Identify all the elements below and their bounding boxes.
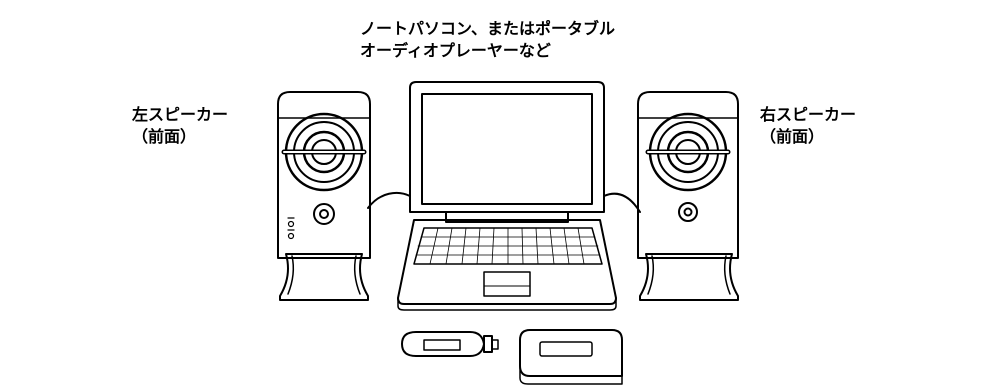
source-device-caption-line1: ノートパソコン、またはポータブル xyxy=(360,19,616,38)
source-device-caption: ノートパソコン、またはポータブル オーディオプレーヤーなど xyxy=(360,18,615,62)
right-speaker-cabinet xyxy=(637,91,739,259)
laptop xyxy=(397,81,617,311)
right-speaker-cable xyxy=(603,192,641,213)
right-speaker-label-line2: （前面） xyxy=(760,127,825,146)
right-speaker-label-line1: 右スピーカー xyxy=(760,105,857,124)
laptop-touchpad xyxy=(483,271,531,297)
laptop-screen-bezel xyxy=(409,81,605,213)
usb-audio-player xyxy=(401,331,499,357)
left-volume-knob xyxy=(313,203,335,225)
left-speaker-label-line1: 左スピーカー xyxy=(132,105,229,124)
portable-audio-player xyxy=(519,329,623,385)
right-volume-knob xyxy=(678,202,698,222)
left-speaker-label: 左スピーカー （前面） xyxy=(132,104,228,148)
left-speaker-cabinet xyxy=(277,91,371,259)
left-speaker-label-line2: （前面） xyxy=(132,127,197,146)
left-speaker xyxy=(277,91,371,301)
right-speaker-base xyxy=(639,253,739,301)
right-speaker xyxy=(637,91,739,301)
source-device-caption-line2: オーディオプレーヤーなど xyxy=(360,41,551,60)
laptop-keys xyxy=(415,227,601,265)
laptop-screen xyxy=(421,93,593,205)
right-speaker-label: 右スピーカー （前面） xyxy=(760,104,856,148)
left-speaker-jacks xyxy=(287,217,295,240)
laptop-hinge xyxy=(445,211,569,223)
left-speaker-cable xyxy=(367,191,411,209)
left-speaker-base xyxy=(279,253,369,301)
